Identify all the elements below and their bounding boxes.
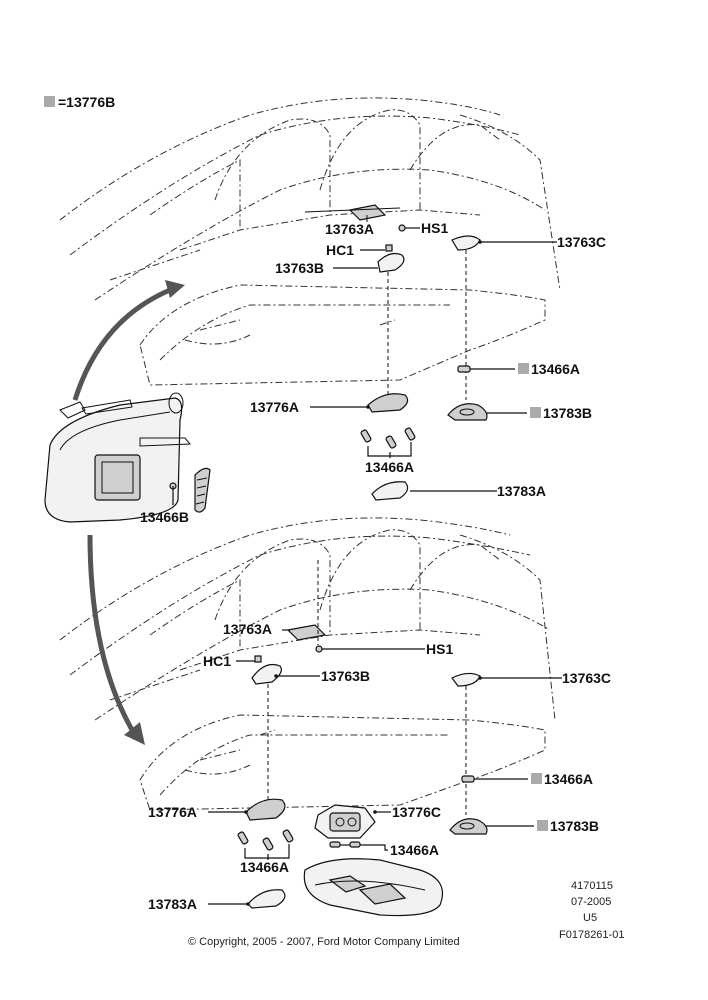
label-HC1-top: HC1 — [326, 242, 354, 258]
part-13763A-top — [304, 204, 401, 222]
label-13466A-cluster-top: 13466A — [365, 459, 414, 475]
legend-text: =13776B — [58, 94, 115, 110]
label-13783B-bottom: 13783B — [550, 818, 599, 834]
label-13763B-top: 13763B — [275, 260, 324, 276]
part-13763B-bottom — [251, 663, 320, 800]
arrow-to-top — [72, 280, 185, 401]
part-13466A-right-bottom — [461, 775, 528, 783]
roof-frame-bottom — [59, 517, 556, 721]
label-visor-13466B: 13466B — [140, 509, 189, 525]
part-13783B-top — [447, 403, 527, 421]
label-HS1-top: HS1 — [421, 220, 448, 236]
label-13763A-bottom: 13763A — [223, 621, 272, 637]
part-13783A-top — [371, 481, 497, 501]
part-13776C-bottom — [314, 804, 391, 839]
part-13466A-middle-bottom — [329, 841, 388, 851]
label-13763A-top: 13763A — [325, 221, 374, 237]
part-13763A-bottom — [282, 624, 327, 641]
roof-frame-top — [59, 97, 561, 301]
label-13763C-top: 13763C — [557, 234, 606, 250]
info-id: 4170115 — [571, 880, 613, 892]
label-13466A-cluster-bottom: 13466A — [240, 859, 289, 875]
label-13466A-right-top: 13466A — [531, 361, 580, 377]
legend-marker-13466A-top — [518, 363, 529, 374]
part-13763C-bottom — [451, 672, 562, 815]
part-HC1-bottom — [236, 655, 262, 663]
arrow-to-bottom — [87, 534, 145, 745]
label-13763B-bottom: 13763B — [321, 668, 370, 684]
label-13776A-bottom: 13776A — [148, 804, 197, 820]
legend-marker — [44, 96, 55, 107]
part-13776A-bottom — [208, 798, 286, 821]
part-13763B-top — [333, 252, 405, 395]
label-13783A-top: 13783A — [497, 483, 546, 499]
label-13776A-top: 13776A — [250, 399, 299, 415]
part-13763C-top — [451, 235, 557, 400]
part-13466A-cluster-top — [360, 427, 416, 458]
headliner-top — [139, 284, 546, 386]
part-HS1-bottom — [315, 560, 425, 653]
legend-marker-13783B-top — [530, 407, 541, 418]
part-HS1-top — [398, 224, 420, 232]
label-13763C-bottom: 13763C — [562, 670, 611, 686]
part-HC1-top — [360, 244, 393, 252]
headliner-bottom — [139, 714, 546, 811]
legend-marker-13783B-bottom — [537, 820, 548, 831]
label-13776C-bottom: 13776C — [392, 804, 441, 820]
part-13466A-cluster-bottom — [237, 829, 294, 860]
label-13466A-middle-bottom: 13466A — [390, 842, 439, 858]
sun-visor — [44, 392, 211, 523]
legend-marker-13466A-bottom — [531, 773, 542, 784]
part-13776A-top — [310, 393, 409, 413]
info-code: U5 — [583, 912, 597, 924]
info-ref: F0178261-01 — [559, 929, 624, 941]
part-13783B-bottom — [449, 818, 534, 835]
label-13783B-top: 13783B — [543, 405, 592, 421]
label-HS1-bottom: HS1 — [426, 641, 453, 657]
part-13466A-right-top — [457, 365, 515, 373]
info-date: 07-2005 — [571, 896, 611, 908]
copyright: © Copyright, 2005 - 2007, Ford Motor Com… — [188, 936, 460, 948]
part-13783A-bottom — [208, 889, 286, 909]
label-13466A-right-bottom: 13466A — [544, 771, 593, 787]
label-HC1-bottom: HC1 — [203, 653, 231, 669]
label-13783A-bottom: 13783A — [148, 896, 197, 912]
overhead-console-panel — [303, 858, 444, 917]
